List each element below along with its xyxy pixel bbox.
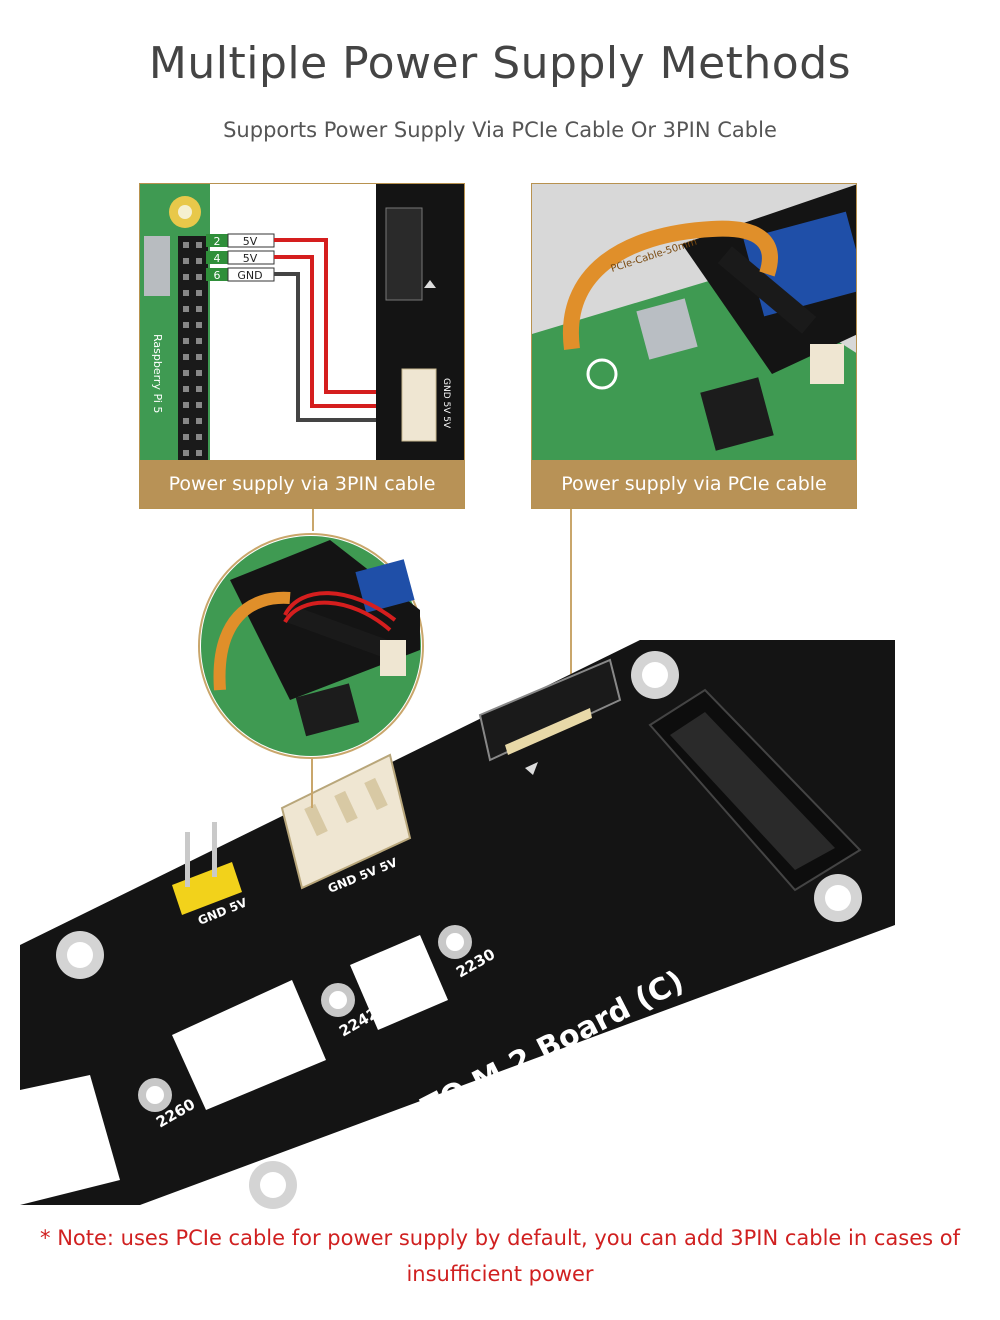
connector-line-left (312, 509, 314, 531)
pin-label-5v-b: 5V (243, 252, 258, 265)
pcie-cable-illustration: PCIe-Cable-50mm (532, 184, 856, 464)
connector-line-right (570, 509, 572, 674)
3pin-connector-label: GND 5V 5V (441, 378, 451, 429)
power-note: * Note: uses PCIe cable for power supply… (40, 1226, 960, 1286)
product-illustration: GND 5V GND 5V 5V 2230 2242 2260 PCIe TO … (20, 533, 895, 1209)
3pin-wiring-illustration: Raspberry Pi 5 2 5V 4 5V 6 (140, 184, 464, 464)
caption-pcie: Power supply via PCIe cable (532, 460, 856, 508)
rpi-board-label: Raspberry Pi 5 (151, 334, 164, 413)
panel-pcie-power: PCIe-Cable-50mm Power supply via PCIe ca… (531, 183, 857, 509)
caption-3pin: Power supply via 3PIN cable (140, 460, 464, 508)
pin-number-6: 6 (214, 269, 221, 282)
inset-illustration (201, 536, 421, 756)
pin-label-gnd: GND (237, 269, 262, 282)
page-title: Multiple Power Supply Methods (148, 38, 852, 89)
page-subtitle: Supports Power Supply Via PCIe Cable Or … (223, 118, 777, 142)
panel-3pin-power: Raspberry Pi 5 2 5V 4 5V 6 (139, 183, 465, 509)
pin-label-5v-a: 5V (243, 235, 258, 248)
pin-number-2: 2 (214, 235, 221, 248)
pin-number-4: 4 (214, 252, 221, 265)
